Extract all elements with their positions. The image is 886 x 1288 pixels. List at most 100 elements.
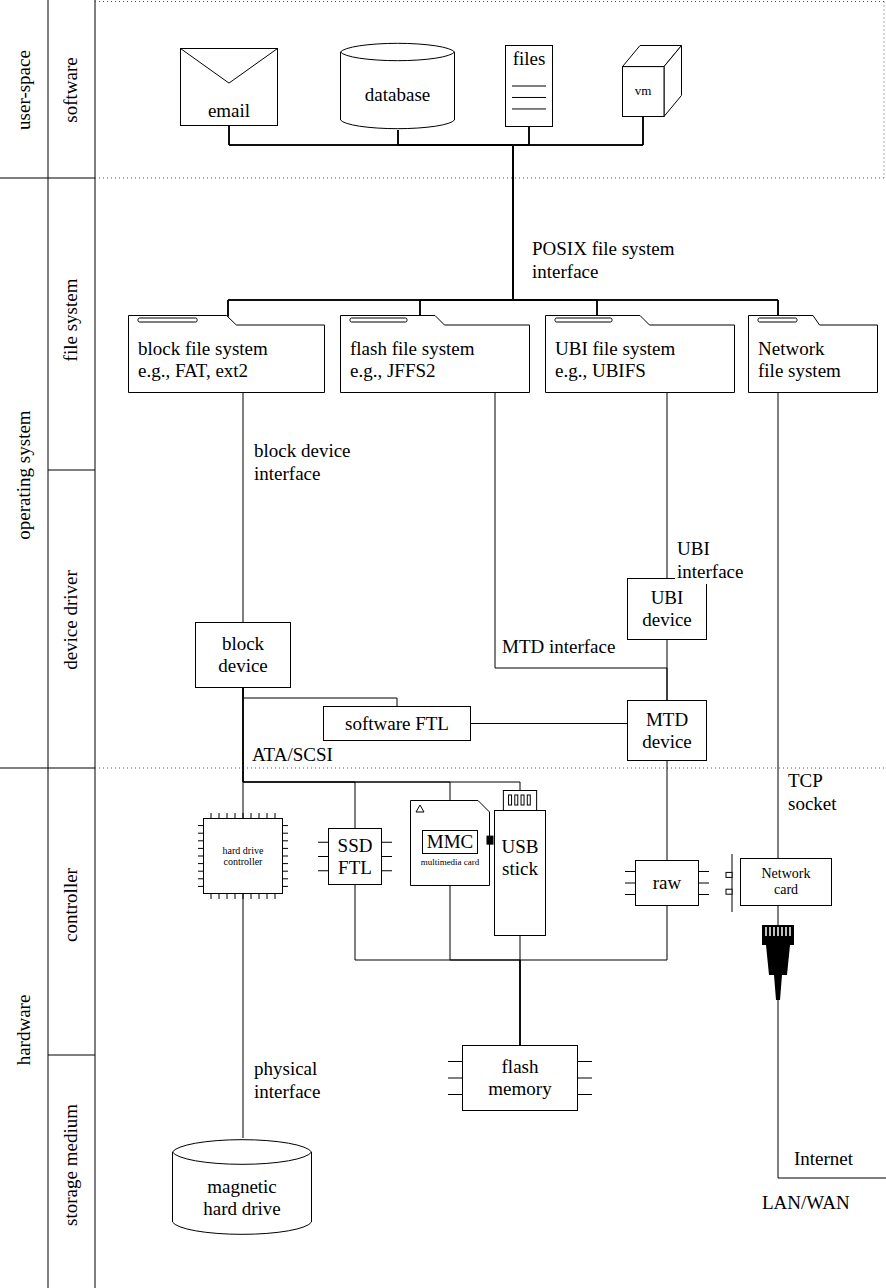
shape-outline (726, 889, 732, 894)
node-label: MTD device (634, 709, 700, 753)
band-frame (0, 0, 95, 1288)
shape-outline (173, 1152, 312, 1164)
shape-outline (251, 894, 252, 899)
connector-line (229, 126, 513, 315)
shape-outline (283, 833, 288, 834)
shape-outline (283, 856, 288, 857)
vm-icon: vm (622, 45, 682, 117)
shape-outline (636, 861, 699, 906)
node-label: SSD FTL (333, 835, 377, 879)
connector-line (243, 393, 244, 622)
shape-outline (578, 1078, 592, 1079)
shape-outline (227, 813, 228, 818)
shape-outline (448, 1061, 462, 1062)
plug-contacts (766, 927, 790, 936)
node-label: flash file system e.g., JFFS2 (350, 338, 490, 382)
shape-outline (699, 883, 709, 884)
plug-body (762, 925, 794, 945)
connector-line (243, 688, 520, 790)
shape-outline (129, 316, 325, 393)
device-box: UBI device (627, 578, 707, 640)
shape-outline (623, 67, 665, 117)
shape-outline (283, 840, 288, 841)
shape-outline (503, 791, 536, 811)
shape-outline (732, 854, 733, 912)
node-label: software FTL (345, 713, 449, 735)
email-icon: email (180, 48, 278, 126)
shape-outline (741, 859, 832, 906)
shape-outline (512, 108, 546, 109)
shape-outline (283, 878, 288, 879)
dotted-line (95, 178, 886, 179)
shape-outline (283, 863, 288, 864)
shape-outline (448, 1078, 462, 1079)
device-box: block device (195, 622, 291, 688)
shape-outline (235, 813, 236, 818)
connector-line (229, 126, 778, 315)
band-label: device driver (60, 568, 83, 672)
shape-outline (283, 825, 288, 826)
band-divider (0, 178, 95, 179)
band-label: operating system (13, 408, 36, 541)
band-label: controller (60, 866, 83, 944)
band-label: file system (60, 277, 83, 364)
node-label: flash memory (480, 1056, 560, 1100)
shape-outline (227, 894, 228, 899)
shape-outline (350, 318, 407, 322)
interface-label: POSIX file system interface (530, 238, 724, 284)
file-system-folder: UBI file system e.g., UBIFS (545, 315, 735, 393)
shape-outline (267, 813, 268, 818)
shape-outline (211, 813, 212, 818)
shape-outline (219, 894, 220, 899)
interface-label: LAN/WAN (760, 1192, 852, 1215)
shape-outline (198, 840, 203, 841)
shape-outline (527, 795, 530, 805)
controller-chip: hard drive controller (203, 818, 283, 894)
connector-line (398, 130, 513, 315)
interface-label: physical interface (252, 1058, 346, 1104)
shape-outline (318, 870, 328, 871)
plug-boot (766, 945, 790, 1000)
connector-line (778, 393, 779, 858)
ethernet-cable (762, 905, 886, 1178)
device-box: software FTL (323, 706, 471, 741)
file-system-folder: Network file system (748, 315, 878, 393)
hard-drive-cylinder: magnetic hard drive (172, 1138, 312, 1236)
shape-outline (512, 86, 546, 87)
shape-outline (243, 813, 244, 818)
network-card: Network card (728, 858, 832, 906)
cable-line (778, 1000, 886, 1178)
node-label: Network file system (758, 338, 848, 382)
node-label: multimedia card (421, 857, 480, 867)
node-label: magnetic hard drive (192, 1176, 292, 1220)
shape-outline (506, 46, 553, 127)
shape-outline (329, 829, 382, 885)
shape-outline (243, 894, 244, 899)
dotted-line (884, 2, 885, 179)
interface-label: Internet (792, 1148, 855, 1171)
flash-chip: flash memory (462, 1045, 578, 1111)
shape-outline (173, 1140, 312, 1235)
shape-outline (138, 318, 197, 322)
shape-outline (267, 894, 268, 899)
shape-outline (512, 97, 546, 98)
file-system-folder: block file system e.g., FAT, ext2 (128, 315, 325, 393)
node-label: UBI device (634, 587, 700, 631)
shape-outline (181, 49, 278, 126)
shape-outline (416, 805, 424, 812)
band-divider (95, 0, 96, 1288)
connector-line (228, 130, 513, 317)
interface-label: block device interface (252, 440, 396, 486)
shape-outline (211, 894, 212, 899)
shape-outline (198, 825, 203, 826)
shape-outline (509, 795, 512, 805)
shape-outline (198, 856, 203, 857)
interface-label: ATA/SCSI (250, 744, 335, 767)
shape-outline (382, 870, 392, 871)
shape-outline (204, 819, 283, 894)
connector-line (513, 117, 778, 315)
node-label: MMC (422, 830, 478, 854)
interface-label: MTD interface (500, 636, 617, 659)
node-label: UBI file system e.g., UBIFS (555, 338, 695, 382)
